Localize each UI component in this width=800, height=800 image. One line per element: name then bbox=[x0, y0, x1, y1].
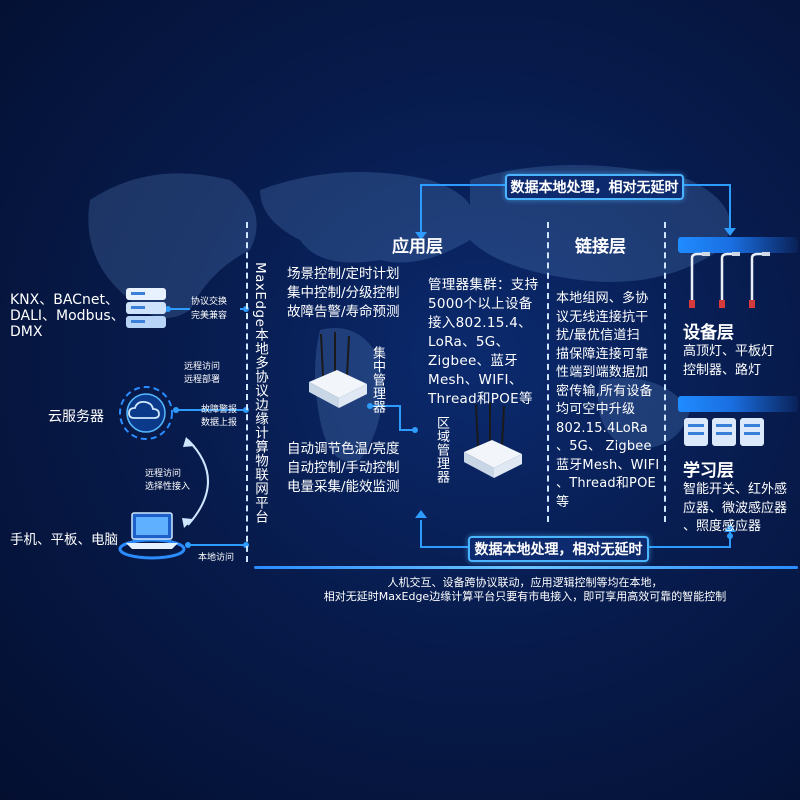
app-block-2: 自动调节色温/亮度 自动控制/手动控制 电量采集/能效监测 bbox=[287, 441, 400, 495]
devices-label: 手机、平板、电脑 bbox=[10, 532, 118, 548]
link-layer-title: 链接层 bbox=[575, 237, 626, 257]
cloud-side-label-3: 故障警报 bbox=[201, 405, 238, 415]
device-layer-text: 高顶灯、平板灯 控制器、路灯 bbox=[683, 344, 775, 378]
divider-device bbox=[664, 222, 666, 522]
area-manager-label: 区域管理器 bbox=[434, 416, 449, 484]
cloud-side-label-2: 远程部署 bbox=[184, 375, 221, 385]
local-access-label: 本地访问 bbox=[198, 553, 235, 563]
link-layer-text: 本地组网、多协 议无线连接抗干 扰/最优信道扫 描保障连接可靠 性端到端数据加 … bbox=[556, 291, 660, 510]
laptop-icon bbox=[118, 512, 186, 560]
device-layer-bar bbox=[678, 237, 798, 253]
device-access-label-1: 远程访问 bbox=[145, 469, 182, 479]
server-stack-icon bbox=[126, 288, 166, 328]
learning-layer-bar bbox=[678, 396, 798, 412]
platform-title: MaxEdge本地多协议边缘计算物联网平台 bbox=[252, 262, 268, 524]
footer-line-2: 相对无延时MaxEdge边缘计算平台只要有市电接入，即可享用高效可靠的智能控制 bbox=[323, 590, 727, 603]
central-manager-label: 集中管理器 bbox=[370, 346, 385, 414]
learning-layer-title: 学习层 bbox=[683, 461, 734, 481]
area-manager-router-icon bbox=[464, 402, 522, 478]
cloud-icon bbox=[119, 386, 173, 440]
divider-platform bbox=[246, 222, 248, 562]
app-layer-title: 应用层 bbox=[392, 237, 443, 257]
footer-separator bbox=[254, 566, 798, 569]
bottom-banner: 数据本地处理，相对无延时 bbox=[468, 536, 649, 562]
server-label-1: 协议交换 bbox=[191, 297, 228, 307]
cluster-text: 管理器集群：支持 5000个以上设备 接入802.15.4、 LoRa、5G、 … bbox=[428, 277, 539, 407]
app-block-1: 场景控制/定时计划 集中控制/分级控制 故障告警/寿命预测 bbox=[287, 266, 400, 320]
device-layer-title: 设备层 bbox=[683, 323, 734, 343]
server-label-2: 完美兼容 bbox=[191, 311, 228, 321]
top-banner: 数据本地处理，相对无延时 bbox=[505, 174, 684, 200]
protocols-text: KNX、BACnet、 DALI、Modbus、 DMX bbox=[10, 292, 125, 340]
learning-layer-text: 智能开关、红外感 应器、微波感应器 、照度感应器 bbox=[683, 482, 788, 534]
cloud-side-label-4: 数据上报 bbox=[201, 418, 238, 428]
cloud-side-label-1: 远程访问 bbox=[184, 362, 221, 372]
footer-line-1: 人机交互、设备跨协议联动，应用逻辑控制等均在本地， bbox=[387, 576, 663, 589]
divider-link bbox=[547, 222, 549, 522]
central-manager-router-icon bbox=[309, 332, 367, 408]
street-lamp-icon bbox=[689, 252, 770, 308]
device-access-label-2: 选择性接入 bbox=[145, 482, 191, 492]
cloud-label: 云服务器 bbox=[48, 409, 104, 425]
sensor-stack-icon bbox=[684, 418, 764, 446]
